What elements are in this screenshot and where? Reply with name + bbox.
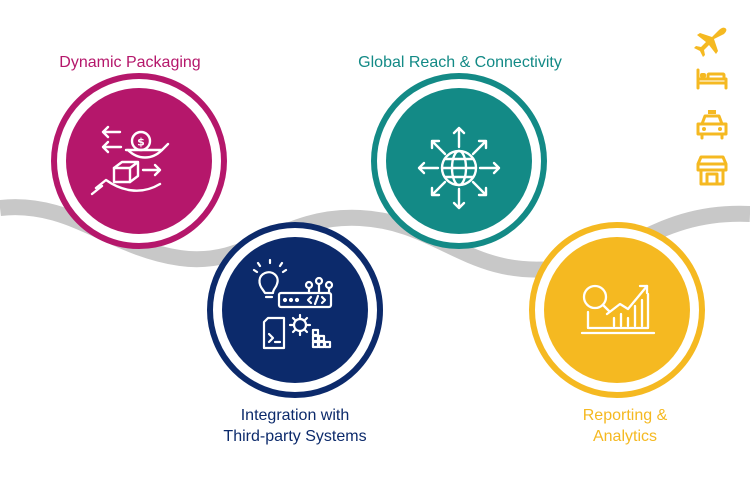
node-integration-disc — [222, 237, 368, 383]
label-line: Dynamic Packaging — [59, 54, 201, 71]
node-dynamic-disc — [66, 88, 212, 234]
node-reporting — [529, 222, 705, 398]
label-dynamic-packaging: Dynamic Packaging — [30, 52, 230, 73]
magnifier-chart-icon — [580, 284, 656, 335]
airplane-icon — [694, 27, 727, 57]
label-global-reach: Global Reach & Connectivity — [320, 52, 600, 73]
globe-arrows-icon — [417, 126, 501, 210]
node-dynamic-packaging: $ — [51, 73, 227, 249]
label-line: Global Reach & Connectivity — [358, 54, 562, 71]
bed-icon — [696, 68, 728, 90]
node-integration — [207, 222, 383, 398]
taxi-icon — [696, 110, 728, 140]
hands-exchange-coin-box-icon: $ — [90, 125, 170, 196]
node-reporting-disc — [544, 237, 690, 383]
label-line: Integration with — [240, 407, 350, 424]
shop-icon — [696, 155, 728, 186]
side-icons — [694, 27, 728, 186]
svg-text:$: $ — [137, 136, 145, 149]
label-reporting: Reporting & Analytics — [545, 405, 705, 447]
label-line: Third-party Systems — [223, 428, 367, 445]
label-line: Analytics — [592, 428, 658, 445]
label-line: Reporting & — [582, 407, 668, 424]
code-gear-integration-icon — [252, 258, 334, 350]
node-global-reach — [371, 73, 547, 249]
node-global-disc — [386, 88, 532, 234]
